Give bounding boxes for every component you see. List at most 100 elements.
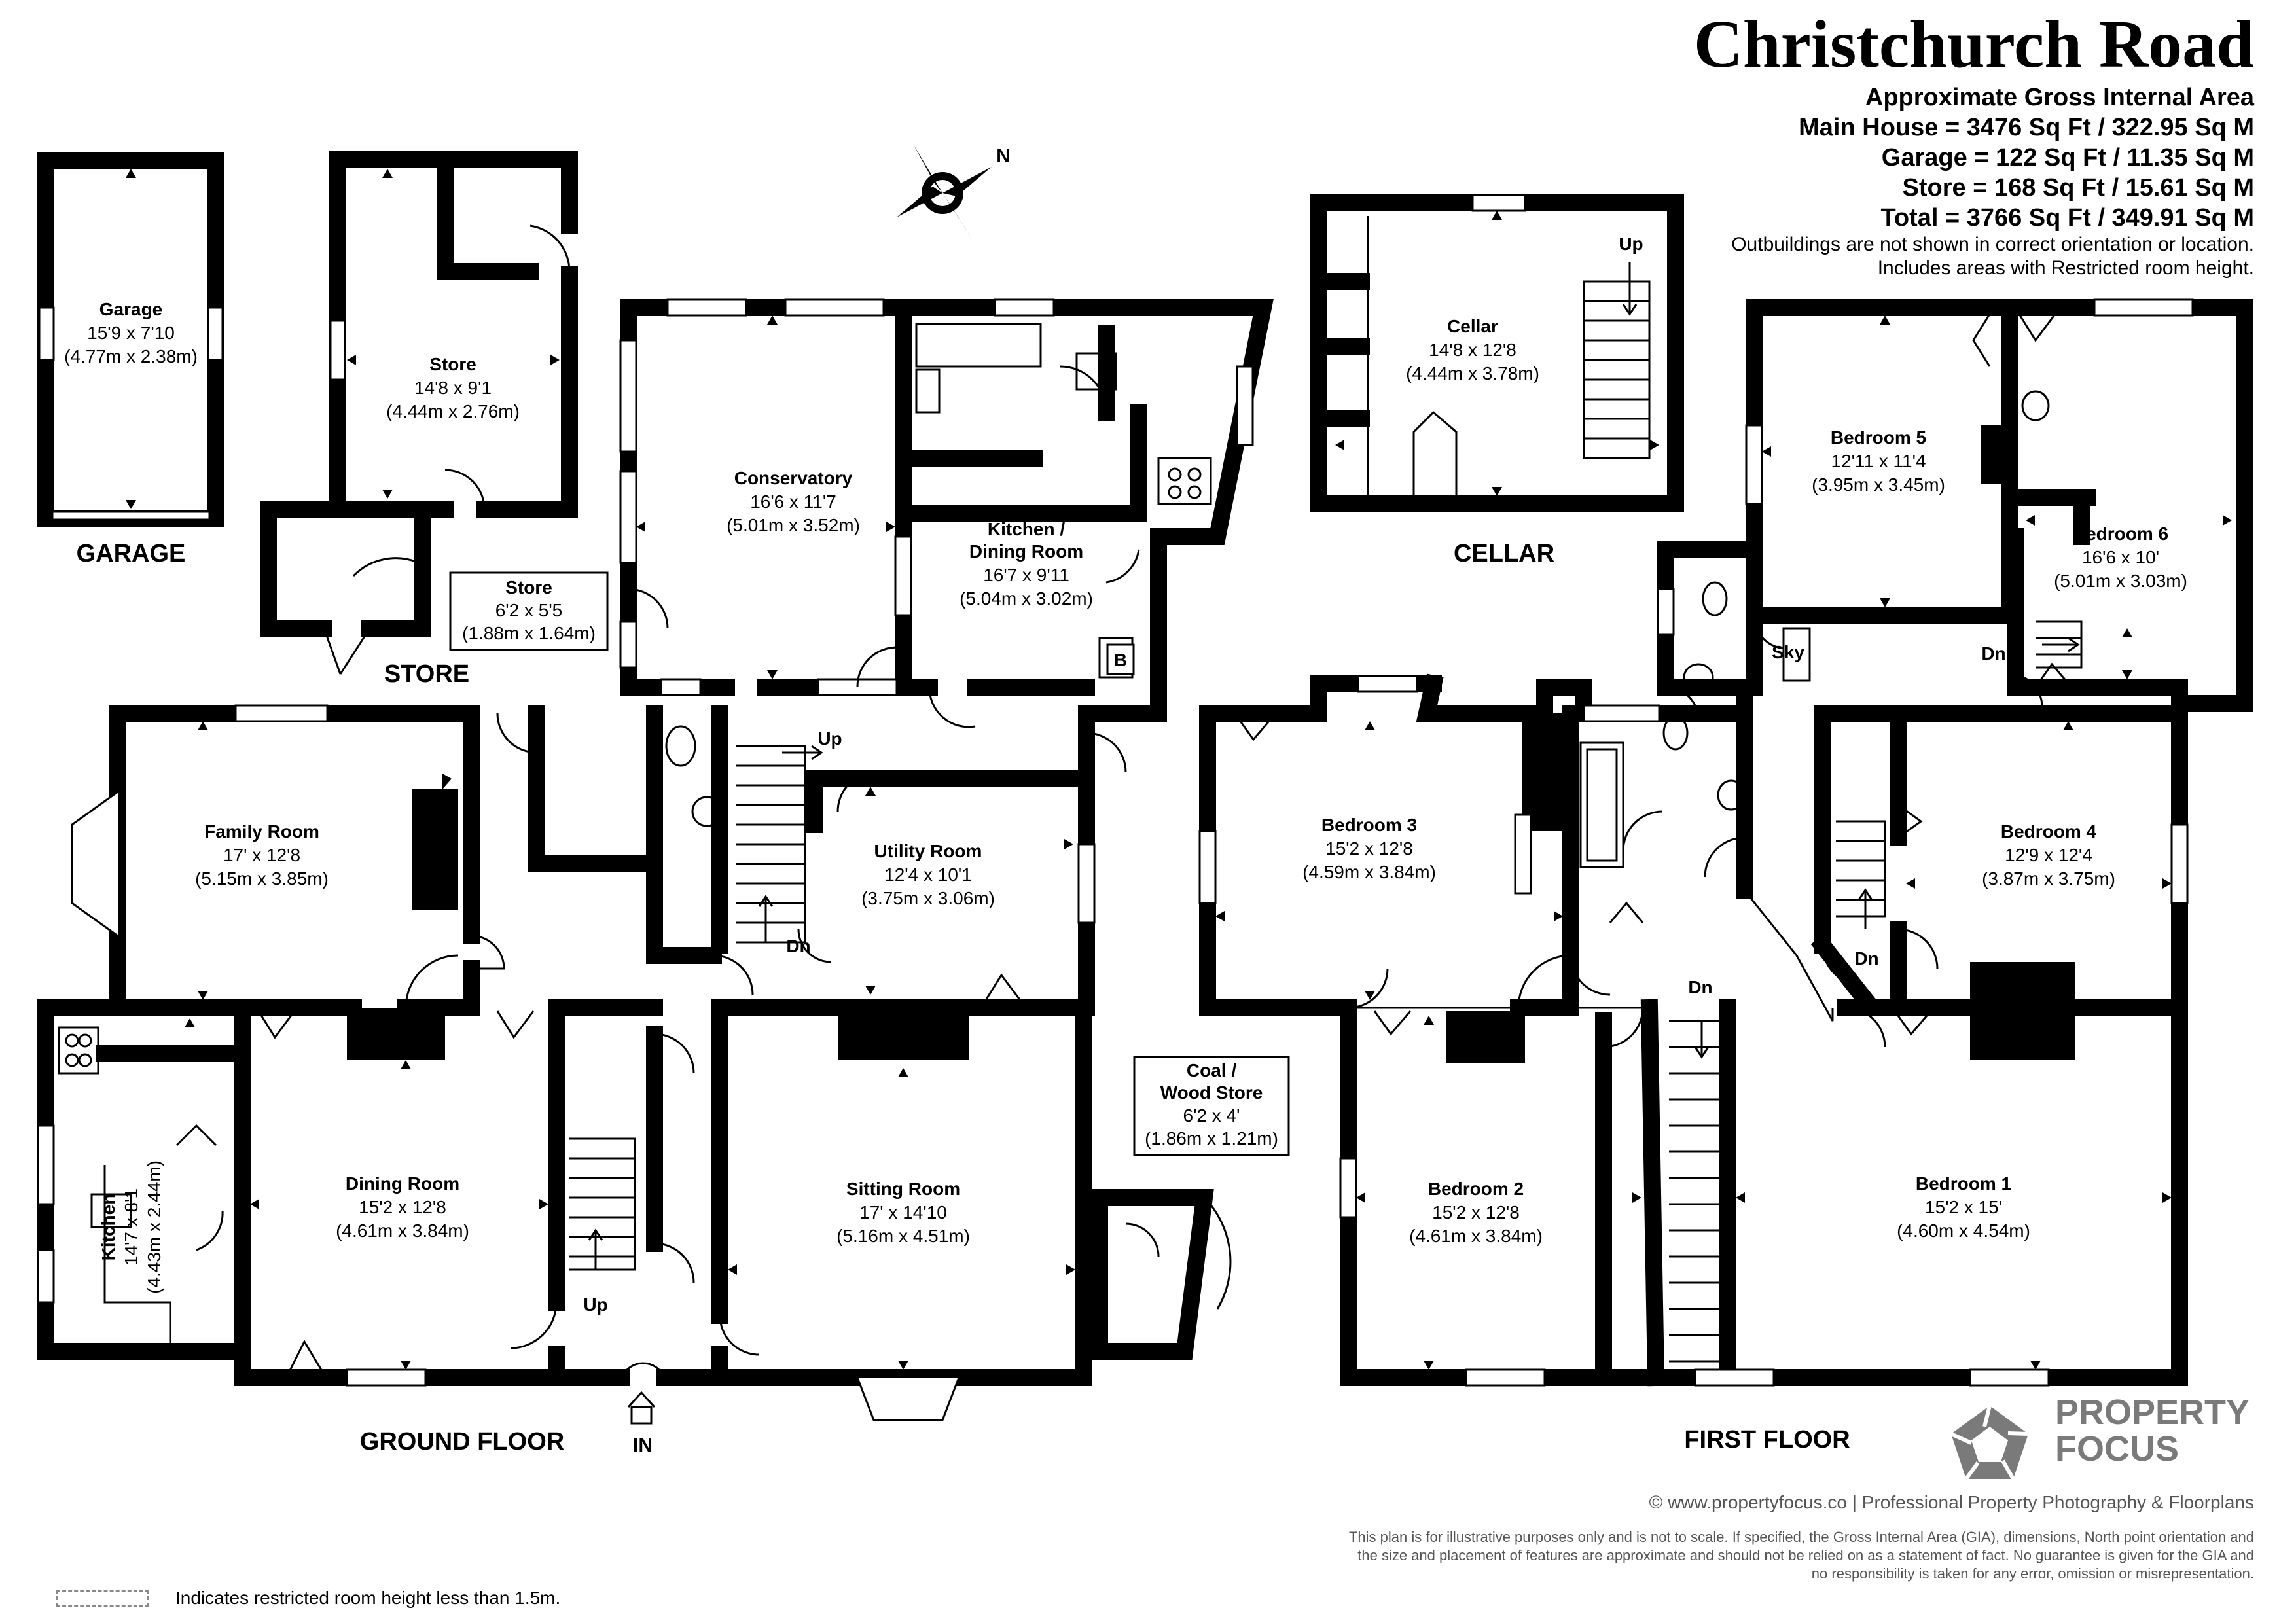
kitchen-imperial: 14'7 x 8'1 xyxy=(121,1188,141,1266)
first-rear-stairs-down-label: Dn xyxy=(1854,948,1878,969)
kitchen-dining-imperial: 16'7 x 9'11 xyxy=(983,565,1069,585)
store-small-room-metric: (1.88m x 1.64m) xyxy=(462,623,596,643)
bedroom-4-imperial: 12'9 x 12'4 xyxy=(2005,845,2092,865)
coal-store-name: Coal / xyxy=(1187,1060,1236,1080)
area-main-house: Main House = 3476 Sq Ft / 322.95 Sq M xyxy=(1799,114,2254,141)
store-room-metric: (4.44m x 2.76m) xyxy=(386,401,520,421)
utility-room-imperial: 12'4 x 10'1 xyxy=(884,865,972,885)
first-main-stairs-down-label: Dn xyxy=(1688,977,1712,997)
ground-floor-label: GROUND FLOOR xyxy=(360,1428,564,1455)
coal-store-label-box xyxy=(1133,1056,1290,1156)
bedroom-2-metric: (4.61m x 3.84m) xyxy=(1409,1226,1543,1246)
family-room-name: Family Room xyxy=(204,821,319,842)
area-store: Store = 168 Sq Ft / 15.61 Sq M xyxy=(1902,174,2254,202)
bedroom-6-name: Bedroom 6 xyxy=(2073,524,2168,544)
store-room-imperial: 14'8 x 9'1 xyxy=(414,378,492,398)
conservatory-name: Conservatory xyxy=(734,468,853,488)
garage-room-imperial: 15'9 x 7'10 xyxy=(87,323,175,343)
garage-outbuilding xyxy=(37,152,224,527)
outbuildings-note: Outbuildings are not shown in correct or… xyxy=(1731,234,2254,255)
gia-subtitle: Approximate Gross Internal Area xyxy=(1865,84,2254,111)
compass-north-label: N xyxy=(996,145,1011,167)
entrance-in-label: IN xyxy=(633,1435,653,1456)
bedroom-5-metric: (3.95m x 3.45m) xyxy=(1812,474,1945,495)
garage-room-metric: (4.77m x 2.38m) xyxy=(64,346,198,366)
garage-floor-label: GARAGE xyxy=(77,540,186,567)
bedroom-1-metric: (4.60m x 4.54m) xyxy=(1897,1221,2030,1241)
credits-line: © www.propertyfocus.co | Professional Pr… xyxy=(1649,1492,2254,1512)
legend: Indicates restricted room height less th… xyxy=(56,1588,560,1609)
cellar-stairs-up-label: Up xyxy=(1619,234,1643,254)
utility-room-name: Utility Room xyxy=(874,841,982,861)
coal-store-imperial: 6'2 x 4' xyxy=(1183,1105,1240,1126)
dining-room-imperial: 15'2 x 12'8 xyxy=(359,1197,446,1217)
ground-floor-walls xyxy=(37,298,1274,1421)
restricted-height-note: Includes areas with Restricted room heig… xyxy=(1877,257,2254,279)
bedroom-3-metric: (4.59m x 3.84m) xyxy=(1302,862,1436,882)
bedroom-2-name: Bedroom 2 xyxy=(1428,1179,1524,1199)
store-room-name: Store xyxy=(429,354,476,374)
bedroom-6-imperial: 16'6 x 10' xyxy=(2082,547,2159,567)
first-floor-label: FIRST FLOOR xyxy=(1684,1426,1850,1454)
store-floor-label: STORE xyxy=(384,660,469,688)
kitchen-metric: (4.43m x 2.44m) xyxy=(144,1160,164,1294)
store-small-room-name: Store xyxy=(505,577,552,597)
brand-line-1: PROPERTY xyxy=(2055,1393,2250,1432)
cellar-room-imperial: 14'8 x 12'8 xyxy=(1429,340,1516,360)
bedroom-4-name: Bedroom 4 xyxy=(2001,821,2097,842)
legend-text: Indicates restricted room height less th… xyxy=(175,1588,561,1608)
kitchen-dining-name-line2: Dining Room xyxy=(969,541,1083,562)
sitting-room-metric: (5.16m x 4.51m) xyxy=(836,1226,970,1246)
store-small-room-imperial: 6'2 x 5'5 xyxy=(495,600,563,620)
coal-store-metric: (1.86m x 1.21m) xyxy=(1145,1128,1278,1149)
bedroom-3-name: Bedroom 3 xyxy=(1321,815,1417,835)
bedroom-2-imperial: 15'2 x 12'8 xyxy=(1432,1202,1520,1222)
brand-block: PROPERTY FOCUS xyxy=(1944,1394,2250,1467)
bedroom-1-name: Bedroom 1 xyxy=(1916,1173,2011,1194)
conservatory-imperial: 16'6 x 11'7 xyxy=(750,491,836,512)
ground-stairs-down-label: Dn xyxy=(786,936,810,956)
first-floor-walls xyxy=(1198,298,2253,1387)
garage-room-name: Garage xyxy=(99,299,163,319)
hall-stairs-up-label: Up xyxy=(583,1294,607,1315)
cellar-floor-label: CELLAR xyxy=(1454,540,1554,567)
bedroom-3-imperial: 15'2 x 12'8 xyxy=(1325,838,1413,859)
dining-room-name: Dining Room xyxy=(346,1173,459,1194)
disclaimer-text: This plan is for illustrative purposes o… xyxy=(1348,1529,2254,1582)
entrance-arrow-icon xyxy=(627,1391,656,1425)
brand-name: PROPERTY FOCUS xyxy=(2055,1394,2250,1467)
coal-store-name-line2: Wood Store xyxy=(1160,1082,1263,1103)
boiler-marker xyxy=(1106,643,1135,675)
sitting-room-name: Sitting Room xyxy=(846,1179,960,1199)
kitchen-dining-metric: (5.04m x 3.02m) xyxy=(960,588,1093,609)
conservatory-metric: (5.01m x 3.52m) xyxy=(726,515,860,535)
dining-room-metric: (4.61m x 3.84m) xyxy=(336,1221,469,1241)
restricted-height-swatch xyxy=(56,1590,149,1607)
sitting-room-imperial: 17' x 14'10 xyxy=(859,1202,947,1222)
cellar-room-metric: (4.44m x 3.78m) xyxy=(1406,363,1539,383)
utility-room-metric: (3.75m x 3.06m) xyxy=(861,888,995,908)
cellar-walls xyxy=(1310,194,1684,512)
compass-icon xyxy=(897,144,992,239)
cellar-room-name: Cellar xyxy=(1447,316,1498,336)
bedroom-5-imperial: 12'11 x 11'4 xyxy=(1831,451,1926,471)
plan-header: Christchurch Road Approximate Gross Inte… xyxy=(1694,7,2254,280)
area-garage: Garage = 122 Sq Ft / 11.35 Sq M xyxy=(1881,144,2254,171)
kitchen-name: Kitchen xyxy=(98,1194,118,1261)
brand-line-2: FOCUS xyxy=(2055,1429,2179,1469)
area-total: Total = 3766 Sq Ft / 349.91 Sq M xyxy=(1880,204,2254,232)
family-room-metric: (5.15m x 3.85m) xyxy=(195,868,329,889)
store-outbuilding xyxy=(260,151,578,675)
bedroom-6-stairs-down-label: Dn xyxy=(1981,643,2005,664)
bedroom-4-metric: (3.87m x 3.75m) xyxy=(1982,868,2115,889)
kitchen-dining-name: Kitchen / xyxy=(988,519,1065,539)
bedroom-6-metric: (5.01m x 3.03m) xyxy=(2054,571,2187,591)
skylight-label: Sky xyxy=(1772,642,1804,662)
property-focus-logo-icon xyxy=(1950,1405,2029,1480)
bedroom-5-name: Bedroom 5 xyxy=(1831,427,1926,448)
family-room-imperial: 17' x 12'8 xyxy=(223,845,300,865)
ground-stairs-up-label: Up xyxy=(817,728,842,749)
bedroom-1-imperial: 15'2 x 15' xyxy=(1925,1197,2002,1217)
property-title: Christchurch Road xyxy=(1693,7,2254,82)
